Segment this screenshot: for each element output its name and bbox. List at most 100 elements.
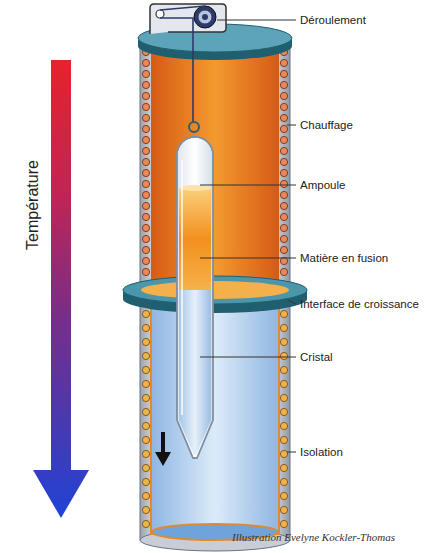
credit-note: Illustration Evelyne Kockler-Thomas xyxy=(232,530,395,544)
coil-turn xyxy=(280,352,287,359)
coil-turn xyxy=(142,422,149,429)
coil-turn xyxy=(142,257,149,264)
axis-label: Température xyxy=(24,160,42,250)
leader-line xyxy=(200,357,296,358)
coil-turn xyxy=(280,191,287,198)
crystal xyxy=(179,290,211,455)
coil-turn xyxy=(142,366,149,373)
coil-turn xyxy=(280,506,287,513)
coil-turn xyxy=(280,136,287,143)
coil-turn xyxy=(142,380,149,387)
coil-turn xyxy=(142,103,149,110)
leader-line xyxy=(200,185,296,186)
coil-turn xyxy=(142,506,149,513)
coil-turn xyxy=(280,59,287,66)
coil-turn xyxy=(142,191,149,198)
coil-turn xyxy=(280,450,287,457)
coil-turn xyxy=(142,136,149,143)
pulley xyxy=(156,10,164,18)
coil-turn xyxy=(280,224,287,231)
coil-turn xyxy=(142,324,149,331)
coil-turn xyxy=(280,394,287,401)
leader-line xyxy=(288,300,296,304)
coil-turn xyxy=(280,147,287,154)
coil-turn xyxy=(142,147,149,154)
coil-turn xyxy=(142,492,149,499)
coil-turn xyxy=(142,478,149,485)
coil-turn xyxy=(280,408,287,415)
coil-turn xyxy=(280,92,287,99)
leader-line xyxy=(287,452,296,453)
coil-turn xyxy=(280,422,287,429)
coil-turn xyxy=(142,158,149,165)
coil-turn xyxy=(280,464,287,471)
hook xyxy=(189,122,199,132)
coil-turn xyxy=(280,324,287,331)
coil-turn xyxy=(142,125,149,132)
hot-zone xyxy=(151,46,279,290)
coil-turn xyxy=(142,268,149,275)
coil-turn xyxy=(280,70,287,77)
reel xyxy=(198,10,212,24)
coil-turn xyxy=(142,70,149,77)
coil-turn xyxy=(280,81,287,88)
coil-turn xyxy=(280,213,287,220)
coil-turn xyxy=(142,224,149,231)
reel xyxy=(194,6,216,28)
coil-turn xyxy=(280,246,287,253)
coil-turn xyxy=(280,180,287,187)
furnace-wall xyxy=(140,298,290,540)
temperature-arrow xyxy=(33,60,89,518)
pulling-wire xyxy=(160,6,205,122)
callout-label: Ampoule xyxy=(300,178,345,192)
coil-turn xyxy=(142,436,149,443)
leader-line xyxy=(200,258,296,259)
leader-lines xyxy=(200,20,296,452)
furnace-wall xyxy=(140,40,290,290)
coil-turn xyxy=(280,114,287,121)
coil-turn xyxy=(142,464,149,471)
pulling-mechanism xyxy=(150,4,226,34)
coil-turn xyxy=(280,380,287,387)
coil-turn xyxy=(280,202,287,209)
leader-line xyxy=(217,20,296,21)
interface-opening xyxy=(141,281,289,299)
coil-turn xyxy=(142,92,149,99)
coil-turn xyxy=(142,450,149,457)
interface-plate xyxy=(123,276,307,304)
coil-turn xyxy=(142,235,149,242)
melt-surface xyxy=(179,185,211,191)
coil-turn xyxy=(142,520,149,527)
callout-label: Cristal xyxy=(300,350,333,364)
leader-line xyxy=(287,125,296,126)
callout-label: Matière en fusion xyxy=(300,251,388,265)
coil-turn xyxy=(280,103,287,110)
coil-turn xyxy=(280,158,287,165)
coil-turn xyxy=(280,436,287,443)
coil-turn xyxy=(142,310,149,317)
coil-turn xyxy=(280,125,287,132)
coil-turn xyxy=(280,235,287,242)
callout-label: Interface de croissance xyxy=(300,297,419,311)
melt xyxy=(179,188,211,290)
coil-turn xyxy=(142,246,149,253)
coil-turn xyxy=(142,114,149,121)
coil-turn xyxy=(280,492,287,499)
coil-turn xyxy=(280,520,287,527)
coil-turn xyxy=(280,310,287,317)
coil-turn xyxy=(142,59,149,66)
coil-turn xyxy=(280,478,287,485)
reel xyxy=(202,14,208,20)
coil-turn xyxy=(142,169,149,176)
coil-turn xyxy=(280,268,287,275)
motion-arrow xyxy=(155,432,171,466)
coil-turn xyxy=(142,338,149,345)
coil-turn xyxy=(142,352,149,359)
coil-turn xyxy=(142,213,149,220)
coil-turn xyxy=(280,338,287,345)
glass-highlight xyxy=(181,160,183,415)
coil-turn xyxy=(280,366,287,373)
